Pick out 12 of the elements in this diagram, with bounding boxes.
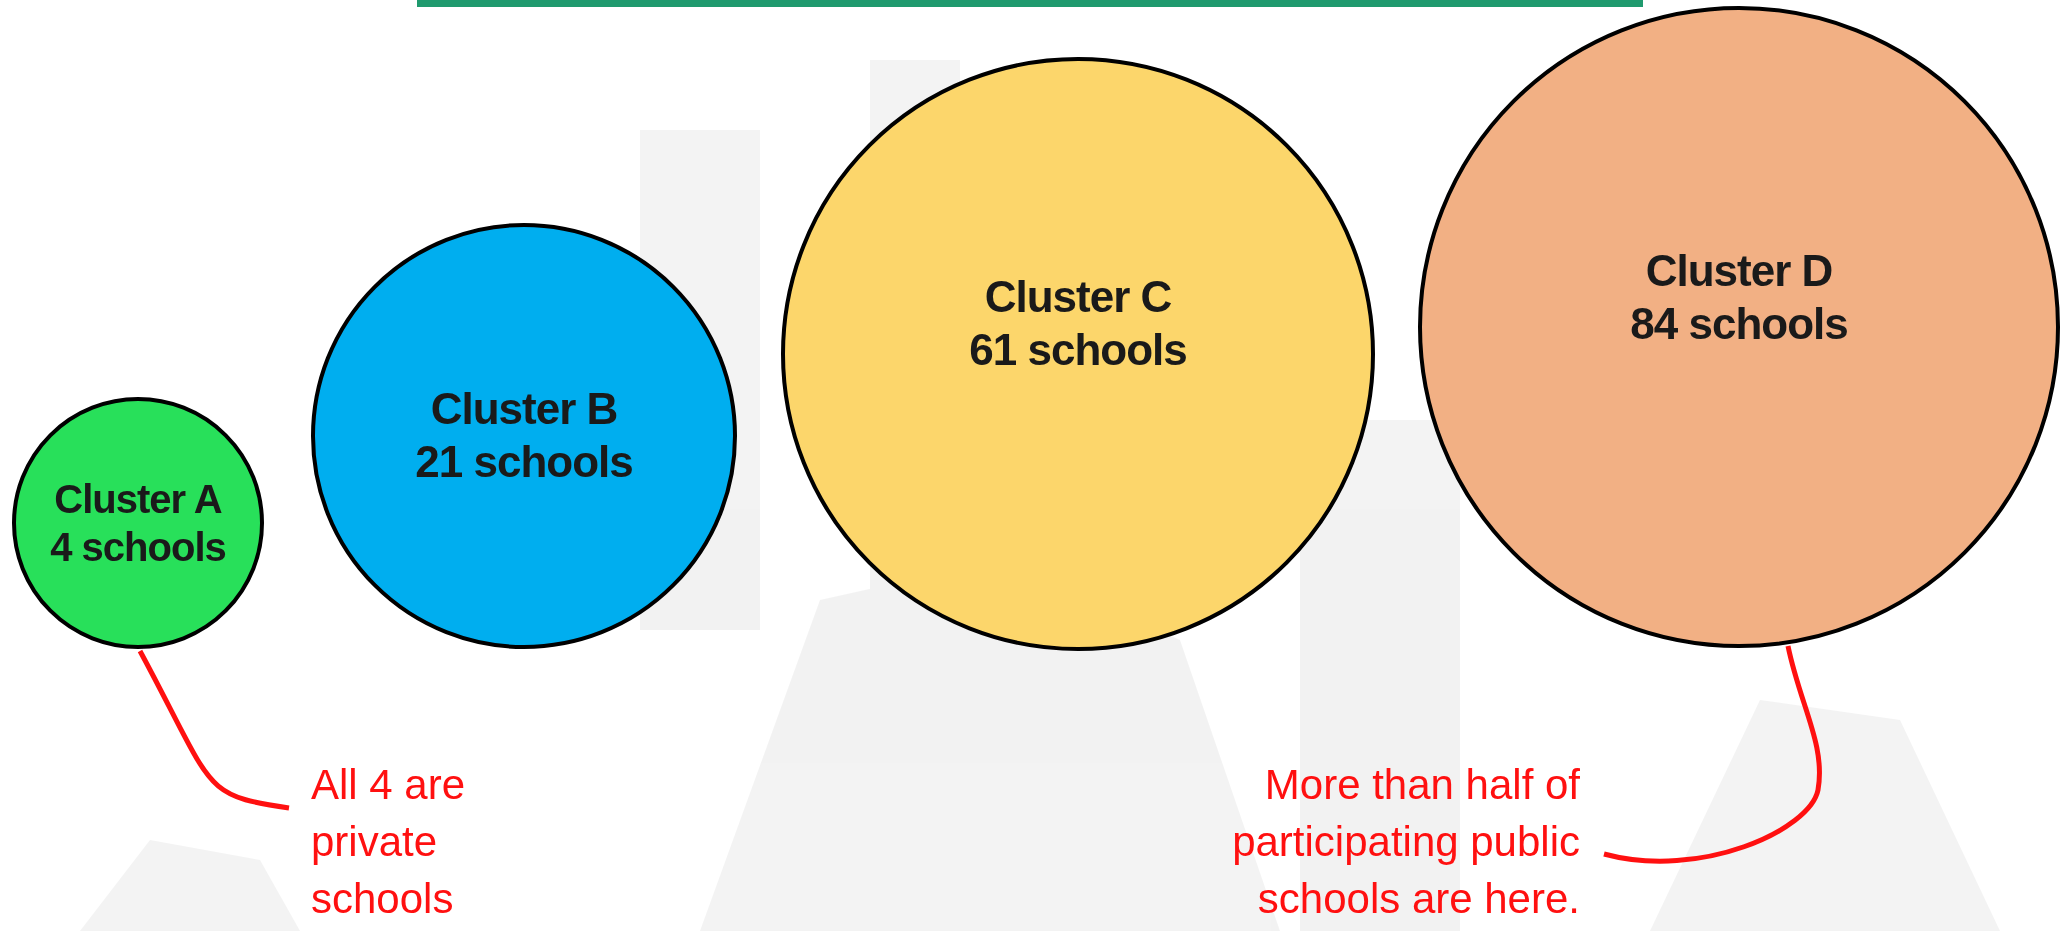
annotation-text: All 4 are private schools (311, 756, 551, 927)
leader-line (1603, 645, 1822, 864)
school-count: 84 schools (1630, 297, 1848, 350)
school-count: 21 schools (415, 436, 633, 488)
leader-line (137, 649, 290, 811)
school-count: 61 schools (969, 323, 1187, 376)
cluster-name: Cluster C (984, 271, 1172, 323)
school-count: 4 schools (50, 524, 226, 571)
cluster-name: Cluster D (1645, 245, 1833, 297)
cluster-name: Cluster A (54, 476, 222, 523)
annotation-text: More than half of participating public schools are here. (1100, 756, 1580, 927)
cluster-name: Cluster B (430, 383, 618, 436)
